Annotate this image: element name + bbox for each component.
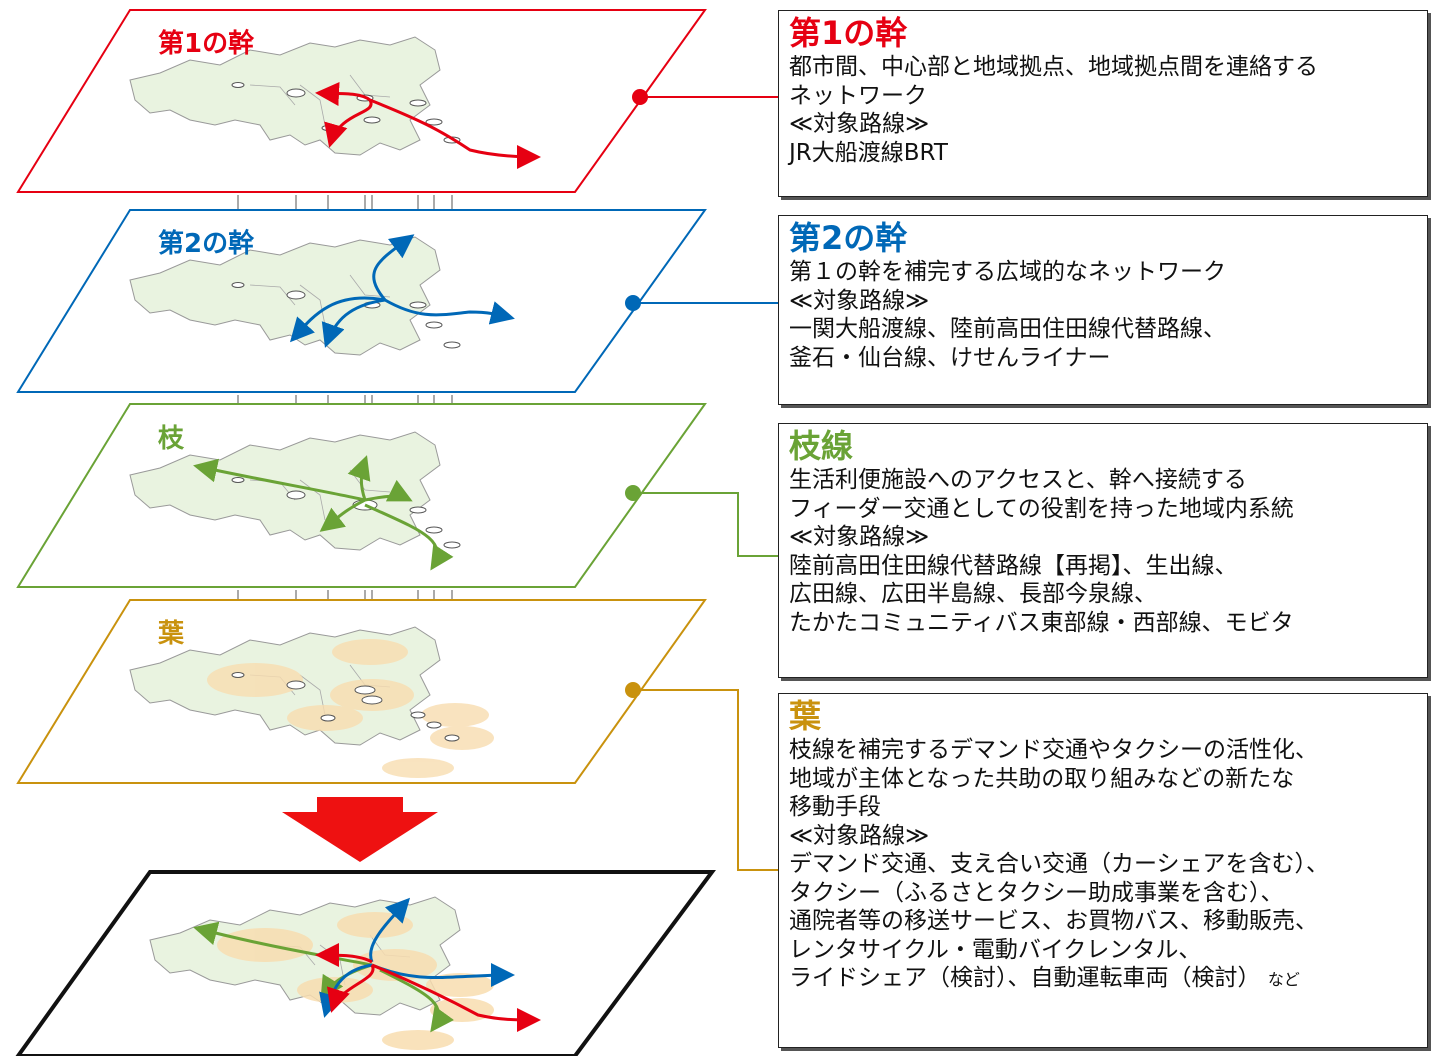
layer-3-plane xyxy=(16,403,707,588)
box-3-line: 生活利便施設へのアクセスと、幹へ接続する xyxy=(789,467,1247,493)
layer-4-label: 葉 xyxy=(157,619,185,649)
box-1-line: 都市間、中心部と地域拠点、地域拠点間を連絡する xyxy=(789,54,1318,80)
connector-dot-2 xyxy=(625,295,641,311)
layer-1-plane xyxy=(16,9,707,193)
box-3-line: ≪対象路線≫ xyxy=(789,524,930,550)
box-3-line: たかたコミュニティバス東部線・西部線、モビタ xyxy=(789,609,1294,636)
box-3-line: フィーダー交通としての役割を持った地域内系統 xyxy=(789,495,1294,522)
box-4-line: 枝線を補完するデマンド交通やタクシーの活性化、 xyxy=(789,737,1318,763)
box-4-line: デマンド交通、支え合い交通（カーシェアを含む）、 xyxy=(789,851,1330,877)
box-2-line: 第１の幹を補完する広域的なネットワーク xyxy=(789,259,1226,285)
description-box-4: 葉 枝線を補完するデマンド交通やタクシーの活性化、 地域が主体となった共助の取り… xyxy=(778,693,1428,1048)
down-arrow-icon xyxy=(282,797,438,862)
connector-dot-1 xyxy=(632,89,648,105)
layer-2-plane xyxy=(16,209,707,393)
description-box-3: 枝線 生活利便施設へのアクセスと、幹へ接続する フィーダー交通としての役割を持っ… xyxy=(778,423,1428,678)
box-4-line-last: ライドシェア（検討）、自動運転車両（検討） など xyxy=(789,964,1417,995)
box-4-line: 通院者等の移送サービス、お買物バス、移動販売、 xyxy=(789,908,1318,934)
box-1-line: JR大船渡線BRT xyxy=(789,139,948,166)
box-4-line: ≪対象路線≫ xyxy=(789,822,930,849)
box-3-line: 広田線、広田半島線、長部今泉線、 xyxy=(789,581,1157,607)
box-2-line: 釜石・仙台線、けせんライナー xyxy=(789,344,1111,371)
box-4-title: 葉 xyxy=(789,697,822,735)
box-4-line: 移動手段 xyxy=(789,794,881,820)
box-4-last-text: ライドシェア（検討）、自動運転車両（検討） xyxy=(789,965,1261,991)
box-4-suffix: など xyxy=(1267,970,1300,989)
box-1-line: ネットワーク xyxy=(789,82,927,109)
description-box-1: 第1の幹 都市間、中心部と地域拠点、地域拠点間を連絡する ネットワーク ≪対象路… xyxy=(778,10,1428,197)
layer-4-plane xyxy=(16,599,707,784)
box-4-line: タクシー（ふるさとタクシー助成事業を含む）、 xyxy=(789,879,1284,906)
connector-dot-3 xyxy=(625,485,641,501)
box-1-line: ≪対象路線≫ xyxy=(789,111,930,137)
box-1-title: 第1の幹 xyxy=(789,14,908,52)
connector-line-4 xyxy=(633,689,778,871)
layer-1-label: 第1の幹 xyxy=(158,28,255,59)
box-3-line: 陸前高田住田線代替路線【再掲】、生出線、 xyxy=(789,552,1238,579)
layer-3-label: 枝 xyxy=(158,424,185,454)
connector-line-3 xyxy=(633,492,778,557)
box-4-line: 地域が主体となった共助の取り組みなどの新たな xyxy=(789,765,1295,792)
combined-plane xyxy=(15,870,716,1056)
box-2-line: ≪対象路線≫ xyxy=(789,287,930,314)
box-4-line: レンタサイクル・電動バイクレンタル、 xyxy=(789,936,1202,963)
layer-2-label: 第2の幹 xyxy=(158,228,255,259)
box-3-title: 枝線 xyxy=(789,427,854,465)
connector-dot-4 xyxy=(625,682,641,698)
description-box-2: 第2の幹 第１の幹を補完する広域的なネットワーク ≪対象路線≫ 一関大船渡線、陸… xyxy=(778,215,1428,405)
box-2-title: 第2の幹 xyxy=(789,219,908,257)
box-2-line: 一関大船渡線、陸前高田住田線代替路線、 xyxy=(789,316,1226,342)
